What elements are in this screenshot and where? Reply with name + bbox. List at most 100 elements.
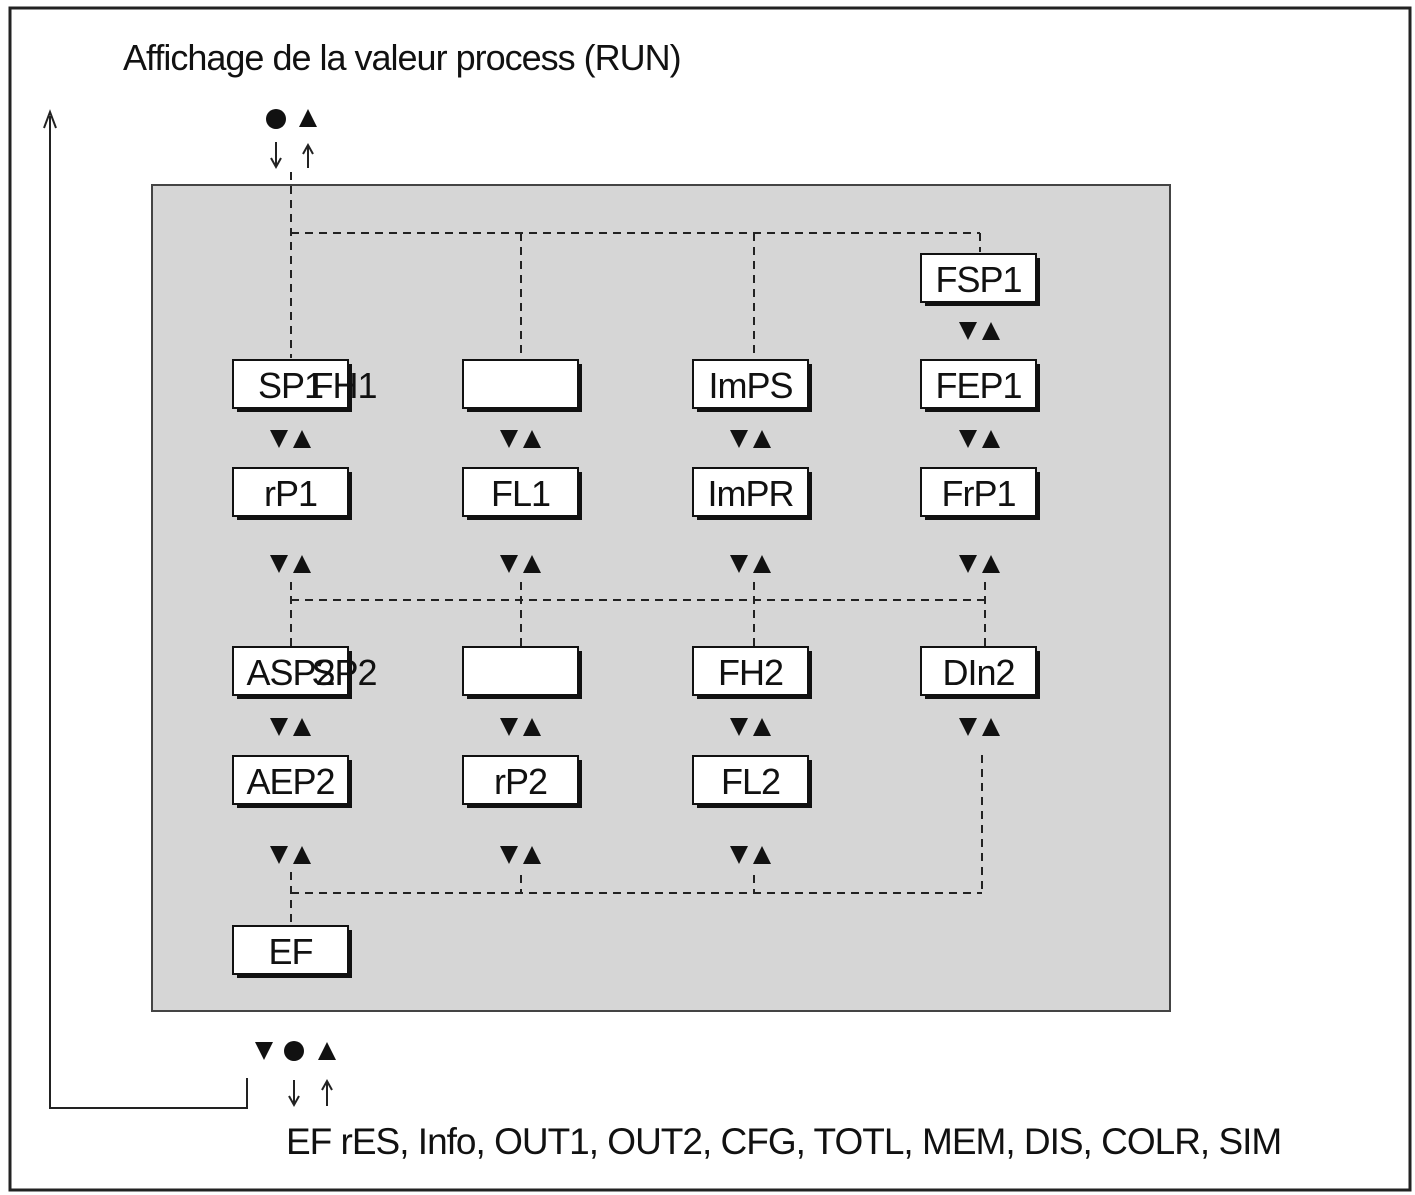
menu-box-label: AEP2 <box>246 761 334 802</box>
dot-icon <box>284 1041 304 1061</box>
menu-box-label: ASP2 <box>246 652 334 693</box>
menu-box-label: rP2 <box>494 761 547 802</box>
down-up-triangles <box>730 846 771 864</box>
menu-box-frame <box>462 755 579 805</box>
menu-box-frame <box>232 359 349 409</box>
menu-box-fl1: FL1 <box>462 467 582 520</box>
triangle-up-icon <box>293 718 311 736</box>
triangle-down-icon <box>959 430 977 448</box>
down-up-triangles <box>500 718 541 736</box>
menu-box-label: SP1 <box>258 365 323 406</box>
menu-box-fep1: FEP1 <box>920 359 1040 412</box>
footer-menu-list: EF rES, Info, OUT1, OUT2, CFG, TOTL, MEM… <box>286 1121 1281 1162</box>
menu-box-label: FSP1 <box>935 259 1021 300</box>
triangle-down-icon <box>500 430 518 448</box>
triangle-up-icon <box>299 109 317 127</box>
top-nav-cluster <box>266 109 317 170</box>
triangle-down-icon <box>270 846 288 864</box>
connector-lines <box>290 172 986 926</box>
menu-box-label: EF <box>268 931 312 972</box>
triangle-down-icon <box>500 555 518 573</box>
navigation-triangles <box>270 322 1000 864</box>
triangle-up-icon <box>318 1042 336 1060</box>
menu-box-frame <box>232 755 349 805</box>
down-up-triangles <box>500 555 541 573</box>
triangle-down-icon <box>730 718 748 736</box>
down-up-triangles <box>959 718 1000 736</box>
down-up-triangles <box>270 846 311 864</box>
menu-panel <box>151 184 1171 1012</box>
bottom-nav-cluster <box>255 1041 336 1108</box>
return-loop-arrowhead <box>43 109 57 129</box>
menu-box-frame <box>692 467 809 517</box>
menu-box-frame <box>462 359 579 409</box>
down-up-triangles <box>959 430 1000 448</box>
down-up-triangles <box>730 555 771 573</box>
menu-box-rp1: rP1 <box>232 467 352 520</box>
triangle-down-icon <box>500 846 518 864</box>
menu-box-frame <box>462 646 579 696</box>
menu-box-label: ImPS <box>708 365 792 406</box>
menu-box-ef: EF <box>232 925 352 978</box>
triangle-up-icon <box>753 555 771 573</box>
triangle-up-icon <box>293 846 311 864</box>
triangle-down-icon <box>730 430 748 448</box>
menu-boxes: SP1FH1rP1ASP2SP2AEP2EFFL1rP2ImPSImPRFH2F… <box>232 253 1040 978</box>
menu-box-overflow-label: SP2 <box>311 652 376 693</box>
menu-box-frame <box>692 646 809 696</box>
menu-box-fl2: FL2 <box>692 755 812 808</box>
menu-box-label: FL2 <box>721 761 780 802</box>
down-up-triangles <box>730 430 771 448</box>
menu-box-frame <box>232 467 349 517</box>
menu-box-aep2: AEP2 <box>232 755 352 808</box>
menu-box-fh2: FH2 <box>692 646 812 699</box>
menu-box-label: FrP1 <box>941 473 1015 514</box>
triangle-up-icon <box>753 718 771 736</box>
triangle-up-icon <box>523 718 541 736</box>
menu-box-label: ImPR <box>708 473 794 514</box>
down-up-triangles <box>270 555 311 573</box>
diagram-title: Affichage de la valeur process (RUN) <box>123 37 681 78</box>
triangle-down-icon <box>255 1042 273 1060</box>
menu-box-frame <box>692 755 809 805</box>
triangle-up-icon <box>982 555 1000 573</box>
triangle-up-icon <box>523 555 541 573</box>
menu-box-label: FL1 <box>491 473 550 514</box>
menu-box-blank <box>462 646 582 699</box>
down-up-triangles <box>500 846 541 864</box>
triangle-down-icon <box>730 555 748 573</box>
down-up-triangles <box>270 718 311 736</box>
triangle-up-icon <box>293 555 311 573</box>
menu-box-frame <box>920 359 1037 409</box>
menu-box-frame <box>232 925 349 975</box>
triangle-up-icon <box>523 430 541 448</box>
menu-box-impr: ImPR <box>692 467 812 520</box>
triangle-up-icon <box>293 430 311 448</box>
return-loop-line <box>49 116 248 1109</box>
triangle-down-icon <box>959 322 977 340</box>
menu-box-label: FH2 <box>718 652 783 693</box>
menu-box-frame <box>232 646 349 696</box>
triangle-up-icon <box>982 322 1000 340</box>
triangle-up-icon <box>523 846 541 864</box>
menu-box-label: FEP1 <box>935 365 1021 406</box>
menu-box-blank <box>462 359 582 412</box>
menu-box-fsp1: FSP1 <box>920 253 1040 306</box>
down-up-triangles <box>959 322 1000 340</box>
triangle-down-icon <box>270 555 288 573</box>
down-up-triangles <box>500 430 541 448</box>
down-up-triangles <box>959 555 1000 573</box>
triangle-up-icon <box>753 430 771 448</box>
menu-box-rp2: rP2 <box>462 755 582 808</box>
triangle-up-icon <box>982 430 1000 448</box>
dot-icon <box>266 109 286 129</box>
down-up-triangles <box>730 718 771 736</box>
triangle-down-icon <box>270 718 288 736</box>
menu-box-label: rP1 <box>264 473 317 514</box>
menu-box-frame <box>920 253 1037 303</box>
down-up-triangles <box>270 430 311 448</box>
